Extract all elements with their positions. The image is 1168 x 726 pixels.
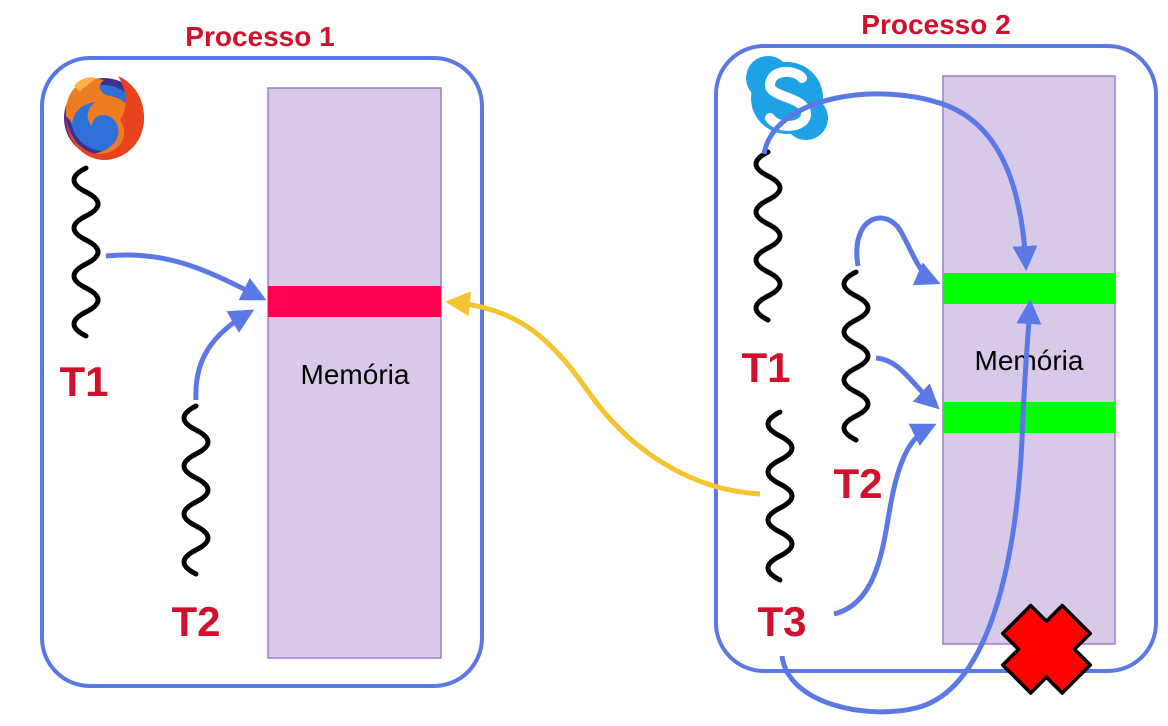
blocked-access-arrow xyxy=(445,291,761,497)
process-2-t3-access-arrow-1 xyxy=(833,423,937,617)
process-2-boundary xyxy=(714,44,1158,673)
process-1-title: Processo 1 xyxy=(185,21,334,52)
process-1-memory-label: Memória xyxy=(301,359,410,390)
process-2-thread-t1-label: T1 xyxy=(741,344,790,391)
process-2-thread-t2 xyxy=(841,269,871,443)
skype-icon xyxy=(746,56,828,140)
process-1-t2-access-arrow xyxy=(193,309,255,401)
process-2-thread-t3-label: T3 xyxy=(757,598,806,645)
process-2-thread-t3 xyxy=(765,409,795,583)
process-2-memory xyxy=(942,75,1116,645)
process-1-t1-access-arrow xyxy=(105,252,267,301)
firefox-icon xyxy=(64,76,144,160)
process-2-t2-access-arrow-1 xyxy=(854,215,941,286)
process-2-shared-region-2 xyxy=(943,402,1115,433)
process-1-thread-t1-label: T1 xyxy=(59,358,108,405)
process-1-boundary xyxy=(40,56,484,688)
process-1-thread-t2-label: T2 xyxy=(171,598,220,645)
cross-icon xyxy=(1000,603,1092,695)
process-2-thread-t2-label: T2 xyxy=(833,460,882,507)
process-2: Processo 2 Memória T1 T2 T3 xyxy=(714,9,1158,715)
process-2-t1-access-arrow xyxy=(761,91,1038,271)
process-1-thread-t1 xyxy=(71,165,101,339)
blocked-access xyxy=(445,291,1092,695)
process-2-thread-t1 xyxy=(753,149,783,323)
process-2-t3-access-arrow-2 xyxy=(779,299,1042,715)
process-1-memory xyxy=(267,87,442,659)
process-1-shared-region xyxy=(268,286,441,317)
process-1-thread-t2 xyxy=(181,403,211,577)
process-2-shared-region-1 xyxy=(943,273,1115,304)
process-1: Processo 1 Memória T1 T2 xyxy=(40,21,484,688)
process-2-title: Processo 2 xyxy=(861,9,1010,40)
process-2-t2-access-arrow-2 xyxy=(875,355,940,410)
